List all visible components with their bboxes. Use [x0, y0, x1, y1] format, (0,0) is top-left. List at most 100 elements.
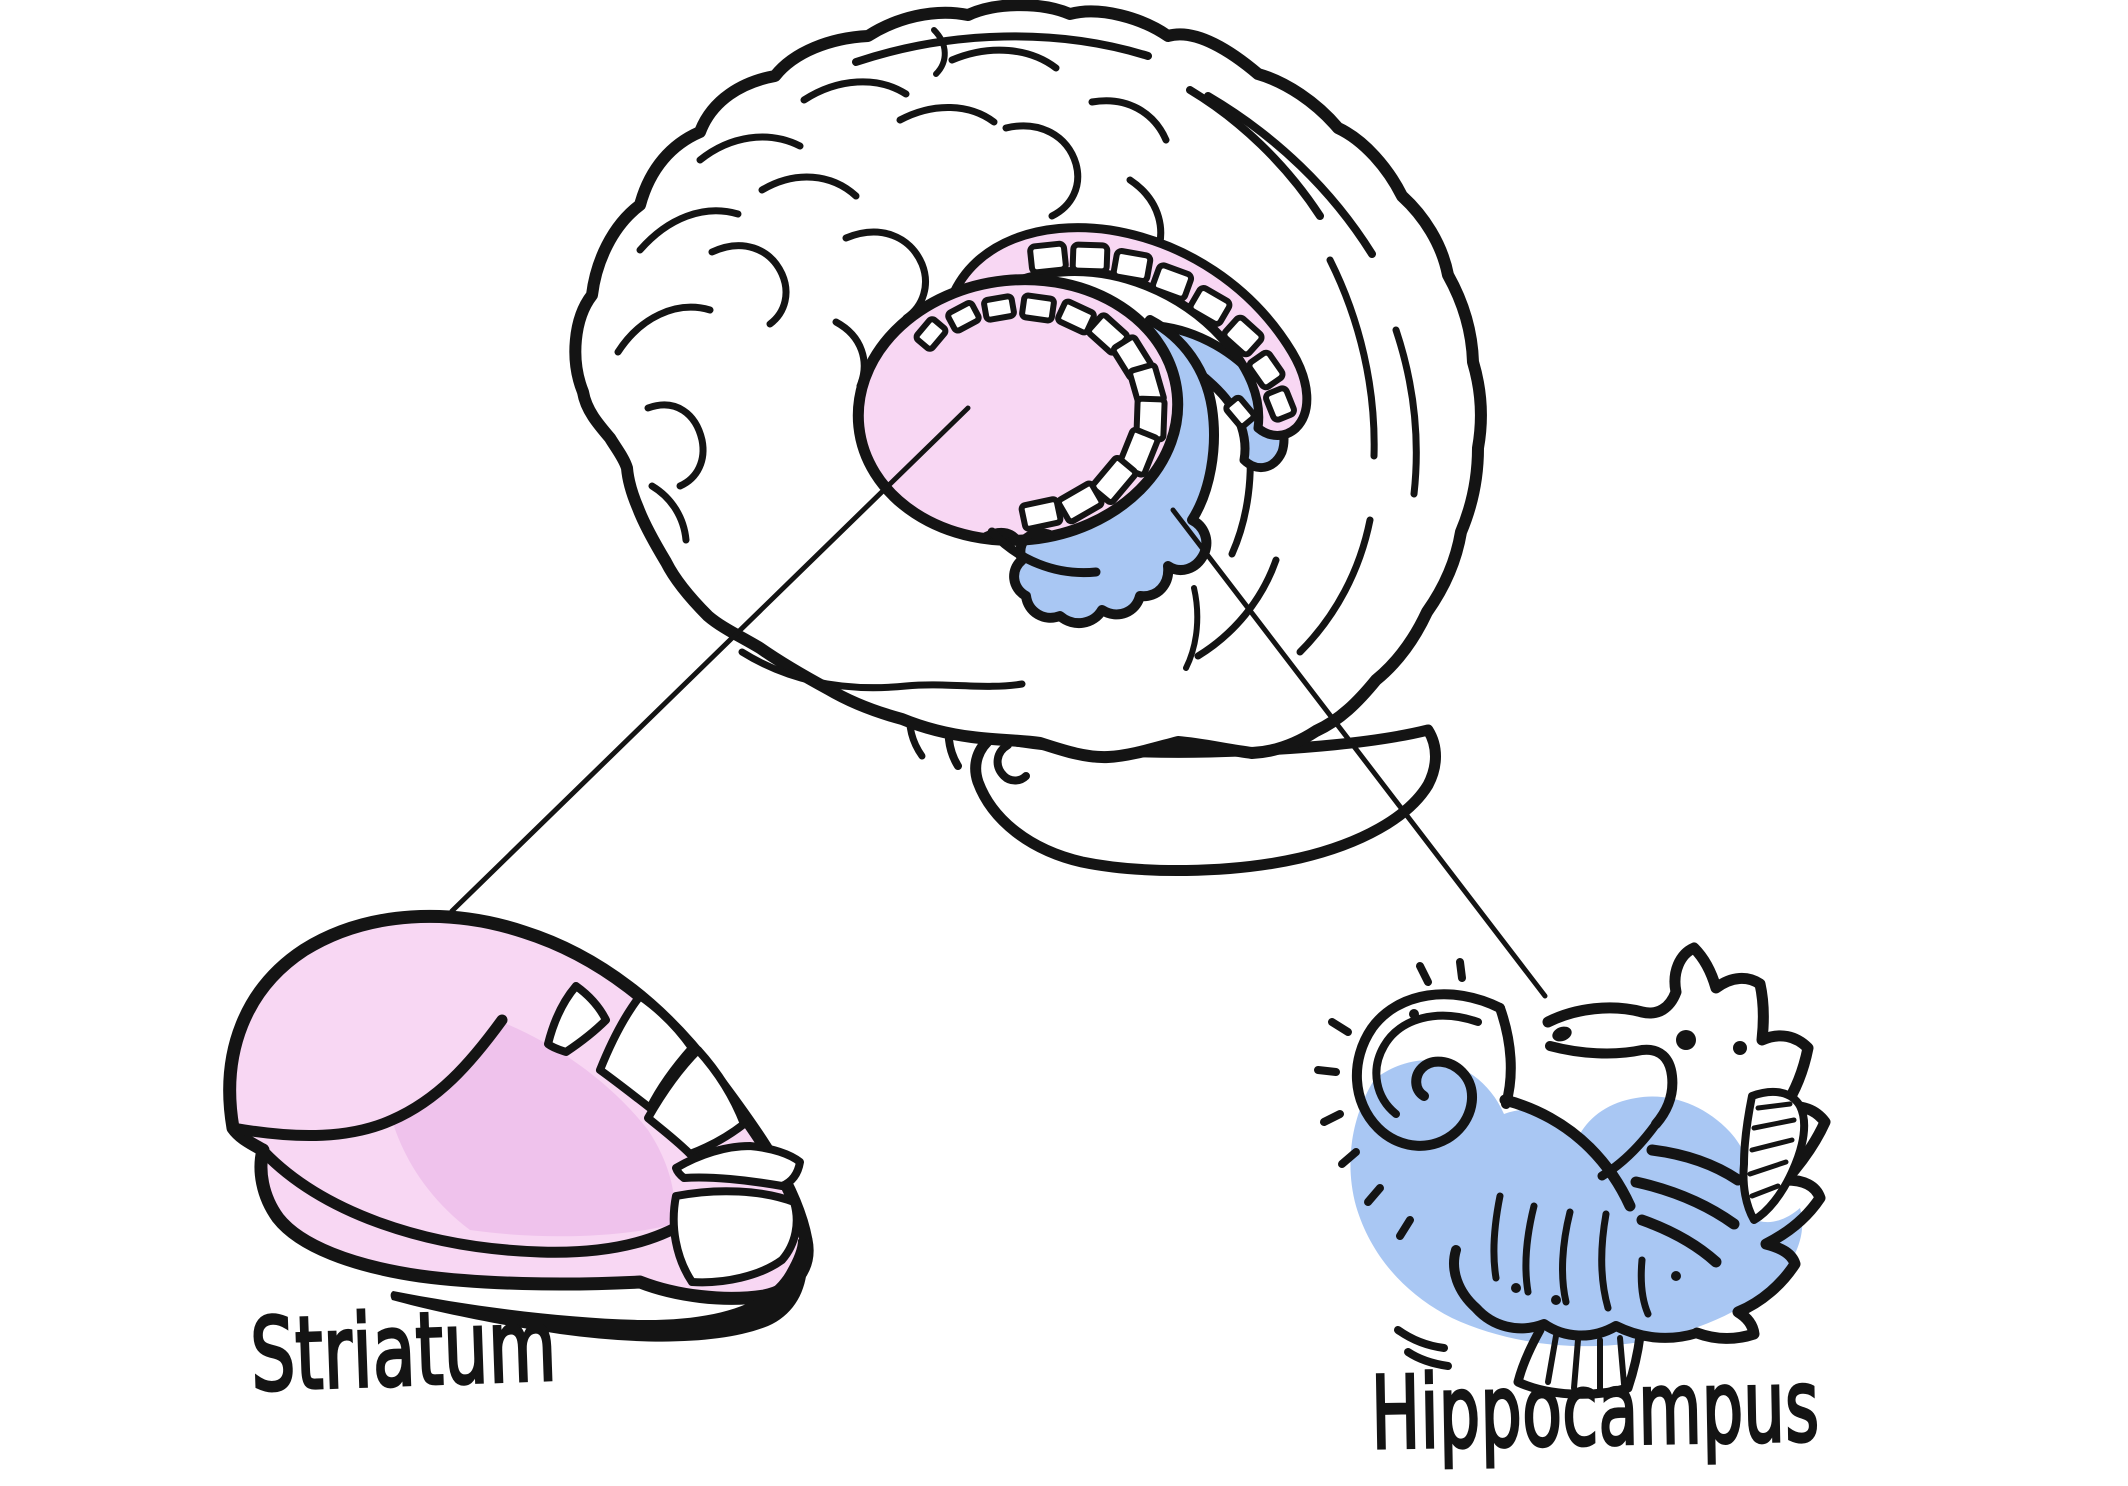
spine-dot [1409, 1009, 1419, 1019]
striatum-in-brain [852, 274, 1184, 578]
gyrus-line [708, 242, 790, 328]
seahorse-tail-spines [1314, 958, 1466, 1240]
gyrus-line [1296, 516, 1374, 656]
striatum-tail [390, 1237, 808, 1342]
seahorse-ventral-fin [1513, 1325, 1645, 1399]
ventral-fin-outline [1513, 1325, 1645, 1399]
seahorse-head-dot [1733, 1041, 1747, 1055]
striation-tile [1056, 480, 1105, 525]
seahorse-belly-stripes [1490, 1192, 1681, 1318]
gyrus-line [1194, 556, 1280, 660]
fin-ray [1749, 1183, 1781, 1199]
gyrus-line [648, 482, 690, 544]
gyrus-line [842, 228, 929, 322]
striation-tile [1149, 262, 1195, 302]
gyrus-line [931, 27, 948, 77]
hippocampus-label: Hippocampus [1370, 1347, 1820, 1472]
belly-stripe [1637, 1256, 1652, 1318]
gyrus-line [1186, 86, 1324, 220]
striation-wedge [644, 1046, 748, 1158]
seahorse-neck-line [1495, 1003, 1516, 1109]
gyrus-line [614, 303, 714, 356]
belly-stripe [1490, 1192, 1504, 1282]
striation-tile [1019, 292, 1057, 324]
striation-tile [1221, 314, 1265, 358]
striation-tile [981, 293, 1017, 323]
hippocampus-seahorse-illustration [1314, 942, 1831, 1399]
seahorse-chest-line [1597, 1119, 1661, 1181]
seahorse-base-tick [1404, 1348, 1452, 1370]
cerebellum-curl [993, 741, 1030, 785]
gyrus-line [644, 401, 707, 490]
fin-ray [1747, 1159, 1789, 1177]
gyrus-line [896, 103, 998, 126]
seahorse-jaw-line [1545, 1041, 1678, 1129]
fin-ray [1749, 1137, 1795, 1153]
subputamen-arc [987, 527, 1101, 578]
gyrus-line [1392, 326, 1420, 498]
gyrus-line [948, 46, 1060, 72]
spine-tick [1364, 1184, 1384, 1206]
striation-tile [1263, 385, 1297, 423]
spine-tick [1456, 958, 1466, 982]
striation-wedge [596, 992, 696, 1112]
striation-wedge [669, 1187, 801, 1287]
belly-stripe [1559, 1208, 1574, 1306]
belly-dot [1551, 1295, 1561, 1305]
striatum-lip-line [258, 1146, 692, 1258]
seahorse-pectoral-fin [1739, 1087, 1809, 1224]
pointer-line-striatum [449, 405, 971, 914]
putamen-notch [982, 527, 1054, 548]
seahorse-watercolor [1350, 1060, 1803, 1347]
belly-dot [1511, 1283, 1521, 1293]
striation-tile [1223, 394, 1257, 430]
striatum-teeth [544, 982, 804, 1287]
spine-tick [1320, 1110, 1344, 1126]
gyrus-line [1002, 122, 1082, 220]
caudate-tiles [1027, 240, 1297, 430]
seahorse-tail-inner-arc [1372, 1011, 1482, 1118]
gyrus-line [1204, 92, 1376, 258]
spine-tick [1338, 1148, 1360, 1168]
seahorse-eye [1676, 1030, 1696, 1050]
fin-ray [1755, 1101, 1793, 1111]
gyrus-line [738, 648, 1026, 692]
seahorse-body-top-line [1499, 1094, 1636, 1212]
seahorse-base-tick [1394, 1326, 1448, 1352]
seahorse-tail-spiral [1351, 989, 1505, 1151]
pointer-line-hippocampus [1170, 507, 1548, 999]
fin-ray [1571, 1337, 1581, 1391]
chest-stripe [1630, 1176, 1740, 1230]
seahorse-nostril [1552, 1026, 1572, 1042]
fin-ray [1545, 1333, 1559, 1385]
spine-tick [1396, 1216, 1414, 1240]
chest-stripe [1646, 1144, 1744, 1186]
fin-ray [1617, 1335, 1627, 1387]
seahorse-chest-stripes [1630, 1144, 1744, 1268]
striation-tile [1027, 240, 1069, 276]
striation-tile [913, 316, 949, 352]
gyrus-line [800, 78, 910, 104]
gyrus-line [1088, 97, 1170, 144]
gyrus-line [852, 32, 1152, 66]
belly-stripe [1598, 1210, 1612, 1312]
gyrus-line [1326, 256, 1378, 460]
striation-wedge [672, 1142, 804, 1190]
spine-tick [1328, 1018, 1352, 1036]
striatum-detail-illustration [223, 909, 814, 1342]
gyrus-line [758, 173, 860, 200]
gyrus-line [1183, 585, 1201, 671]
striatum-label: Striatum [249, 1286, 559, 1414]
belly-stripe [1522, 1202, 1538, 1296]
gyrus-line [636, 207, 742, 254]
fin-outline [1739, 1087, 1809, 1224]
striation-tile [1069, 241, 1111, 275]
putamen-tiles [913, 292, 1168, 532]
fin-ray [1751, 1117, 1797, 1131]
striation-tile [1246, 349, 1286, 391]
striation-tile [1018, 496, 1064, 532]
striatum-groove-line [227, 1014, 508, 1142]
striation-tile [1187, 285, 1233, 327]
